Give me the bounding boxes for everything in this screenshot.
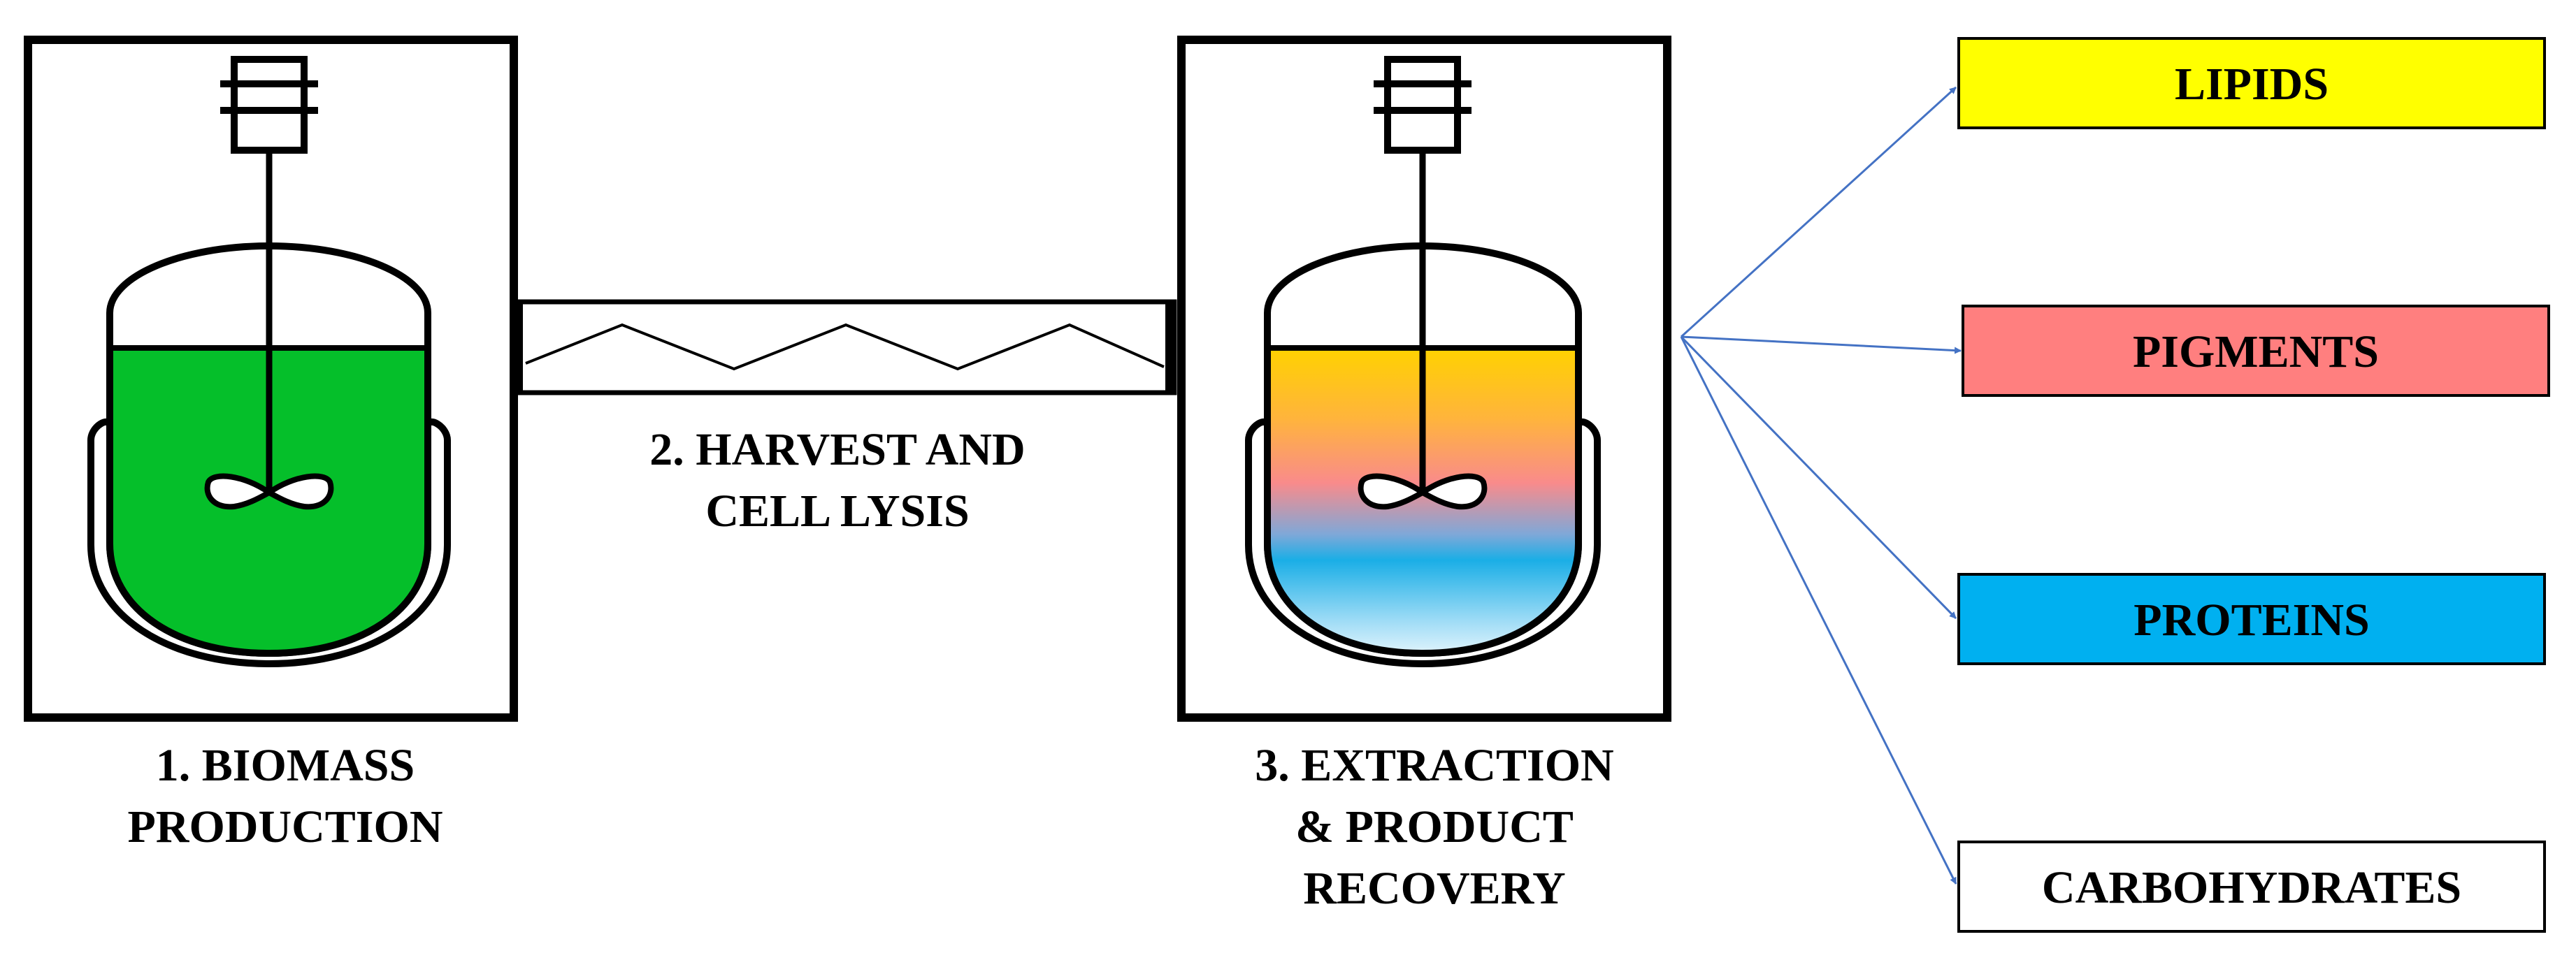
product-box — [1957, 37, 2546, 129]
product-lipids: LIPIDS — [1957, 37, 2546, 129]
zigzag-line — [525, 323, 1165, 371]
product-carbohydrates: CARBOHYDRATES — [1957, 841, 2546, 933]
arrow-to-pigments — [1681, 335, 1962, 354]
reactor-vessel — [1264, 242, 1582, 657]
stage1-label-line1: 1. BIOMASS — [156, 740, 415, 791]
arrow-to-carbohydrates — [1680, 336, 1957, 885]
product-proteins: PROTEINS — [1957, 573, 2546, 665]
arrow-to-proteins — [1680, 335, 1957, 620]
product-label: PROTEINS — [2134, 595, 2369, 646]
product-box — [1957, 841, 2546, 933]
impeller-icon — [204, 473, 334, 510]
motor-icon — [220, 56, 318, 154]
bioreactor-biomass — [24, 36, 518, 722]
reactor-vessel — [106, 242, 431, 657]
stage3-label-line3: RECOVERY — [1303, 863, 1565, 914]
arrow-to-lipids — [1680, 86, 1957, 338]
product-box — [1957, 573, 2546, 665]
bioreactor-extraction — [1177, 36, 1671, 722]
product-box — [1962, 305, 2550, 397]
stage2-label-line1: 2. HARVEST AND — [649, 424, 1025, 475]
impeller-icon — [1358, 473, 1488, 510]
product-label: LIPIDS — [2175, 59, 2329, 110]
stage3-label-line1: 3. EXTRACTION — [1255, 740, 1613, 791]
stage2-label-line2: CELL LYSIS — [705, 486, 969, 537]
motor-icon — [1374, 56, 1472, 154]
harvest-pipe — [511, 299, 1177, 395]
stage3-label-line2: & PRODUCT — [1295, 801, 1574, 852]
product-pigments: PIGMENTS — [1962, 305, 2550, 397]
product-arrows — [1680, 86, 1962, 885]
product-label: PIGMENTS — [2133, 326, 2379, 377]
product-label: CARBOHYDRATES — [2042, 862, 2461, 913]
stage1-label-line2: PRODUCTION — [127, 801, 442, 852]
